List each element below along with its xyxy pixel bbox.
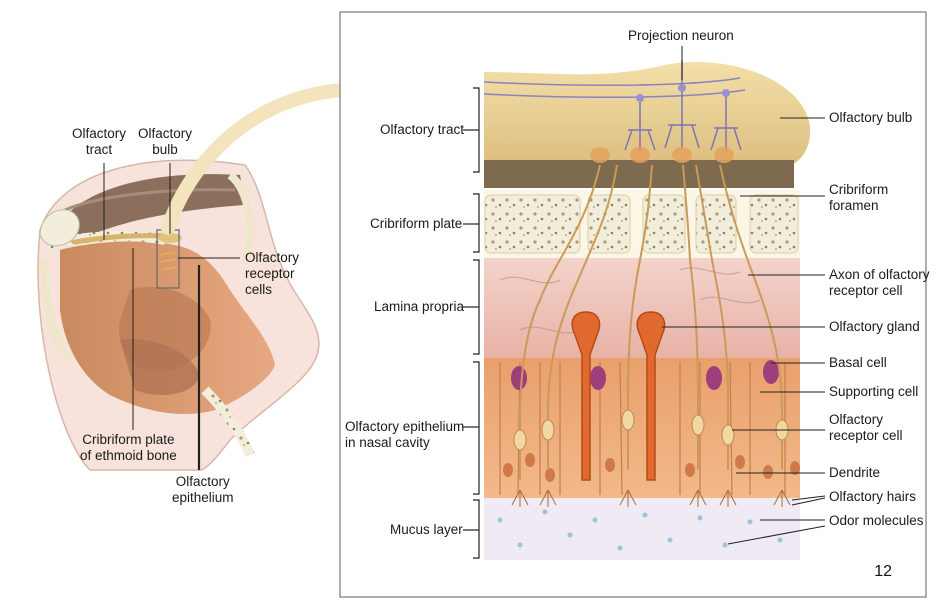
olfactory-hairs: [511, 489, 791, 507]
receptor-neurons: [519, 164, 783, 480]
tissue-layers: [483, 61, 811, 560]
label-olfactory-bulb-left: Olfactory bulb: [138, 126, 193, 157]
label-olfactory-gland: Olfactory gland: [829, 319, 920, 334]
receptor-cell-bodies: [513, 409, 789, 451]
left-leaders: [103, 163, 240, 470]
olfactory-glands: [571, 311, 666, 481]
label-supporting-cell: Supporting cell: [829, 384, 919, 399]
layer-brackets: [463, 87, 480, 559]
label-olfactory-receptor-cell: Olfactory receptor cell: [829, 412, 903, 443]
label-olfactory-bulb: Olfactory bulb: [829, 110, 913, 125]
label-lamina-propria: Lamina propria: [374, 299, 465, 314]
label-olfactory-epithelium-left: Olfactory epithelium: [172, 474, 234, 505]
head-cross-section: [37, 72, 372, 471]
label-cribriform-plate: Cribriform plate: [370, 216, 463, 231]
label-olfactory-receptor-cells: Olfactory receptor cells: [245, 250, 300, 297]
label-odor-molecules: Odor molecules: [829, 513, 924, 528]
label-axon-receptor-cell: Axon of olfactory receptor cell: [829, 267, 930, 298]
page-number: 12: [874, 563, 892, 580]
label-olfactory-tract-left: Olfactory tract: [72, 126, 127, 157]
label-olfactory-hairs: Olfactory hairs: [829, 489, 917, 504]
label-basal-cell: Basal cell: [829, 355, 887, 370]
label-cribriform-plate-ethmoid: Cribriform plate of ethmoid bone: [80, 432, 177, 463]
glomeruli: [590, 147, 734, 163]
label-olfactory-epithelium: Olfactory epithelium in nasal cavity: [345, 419, 465, 450]
projection-neuron-somas: [636, 84, 730, 102]
label-cribriform-foramen: Cribriform foramen: [829, 182, 889, 213]
label-projection-neuron: Projection neuron: [628, 28, 734, 43]
label-dendrite: Dendrite: [829, 465, 881, 480]
right-leaders: [662, 46, 826, 545]
label-mucus-layer: Mucus layer: [390, 522, 463, 537]
label-olfactory-tract: Olfactory tract: [380, 122, 465, 137]
